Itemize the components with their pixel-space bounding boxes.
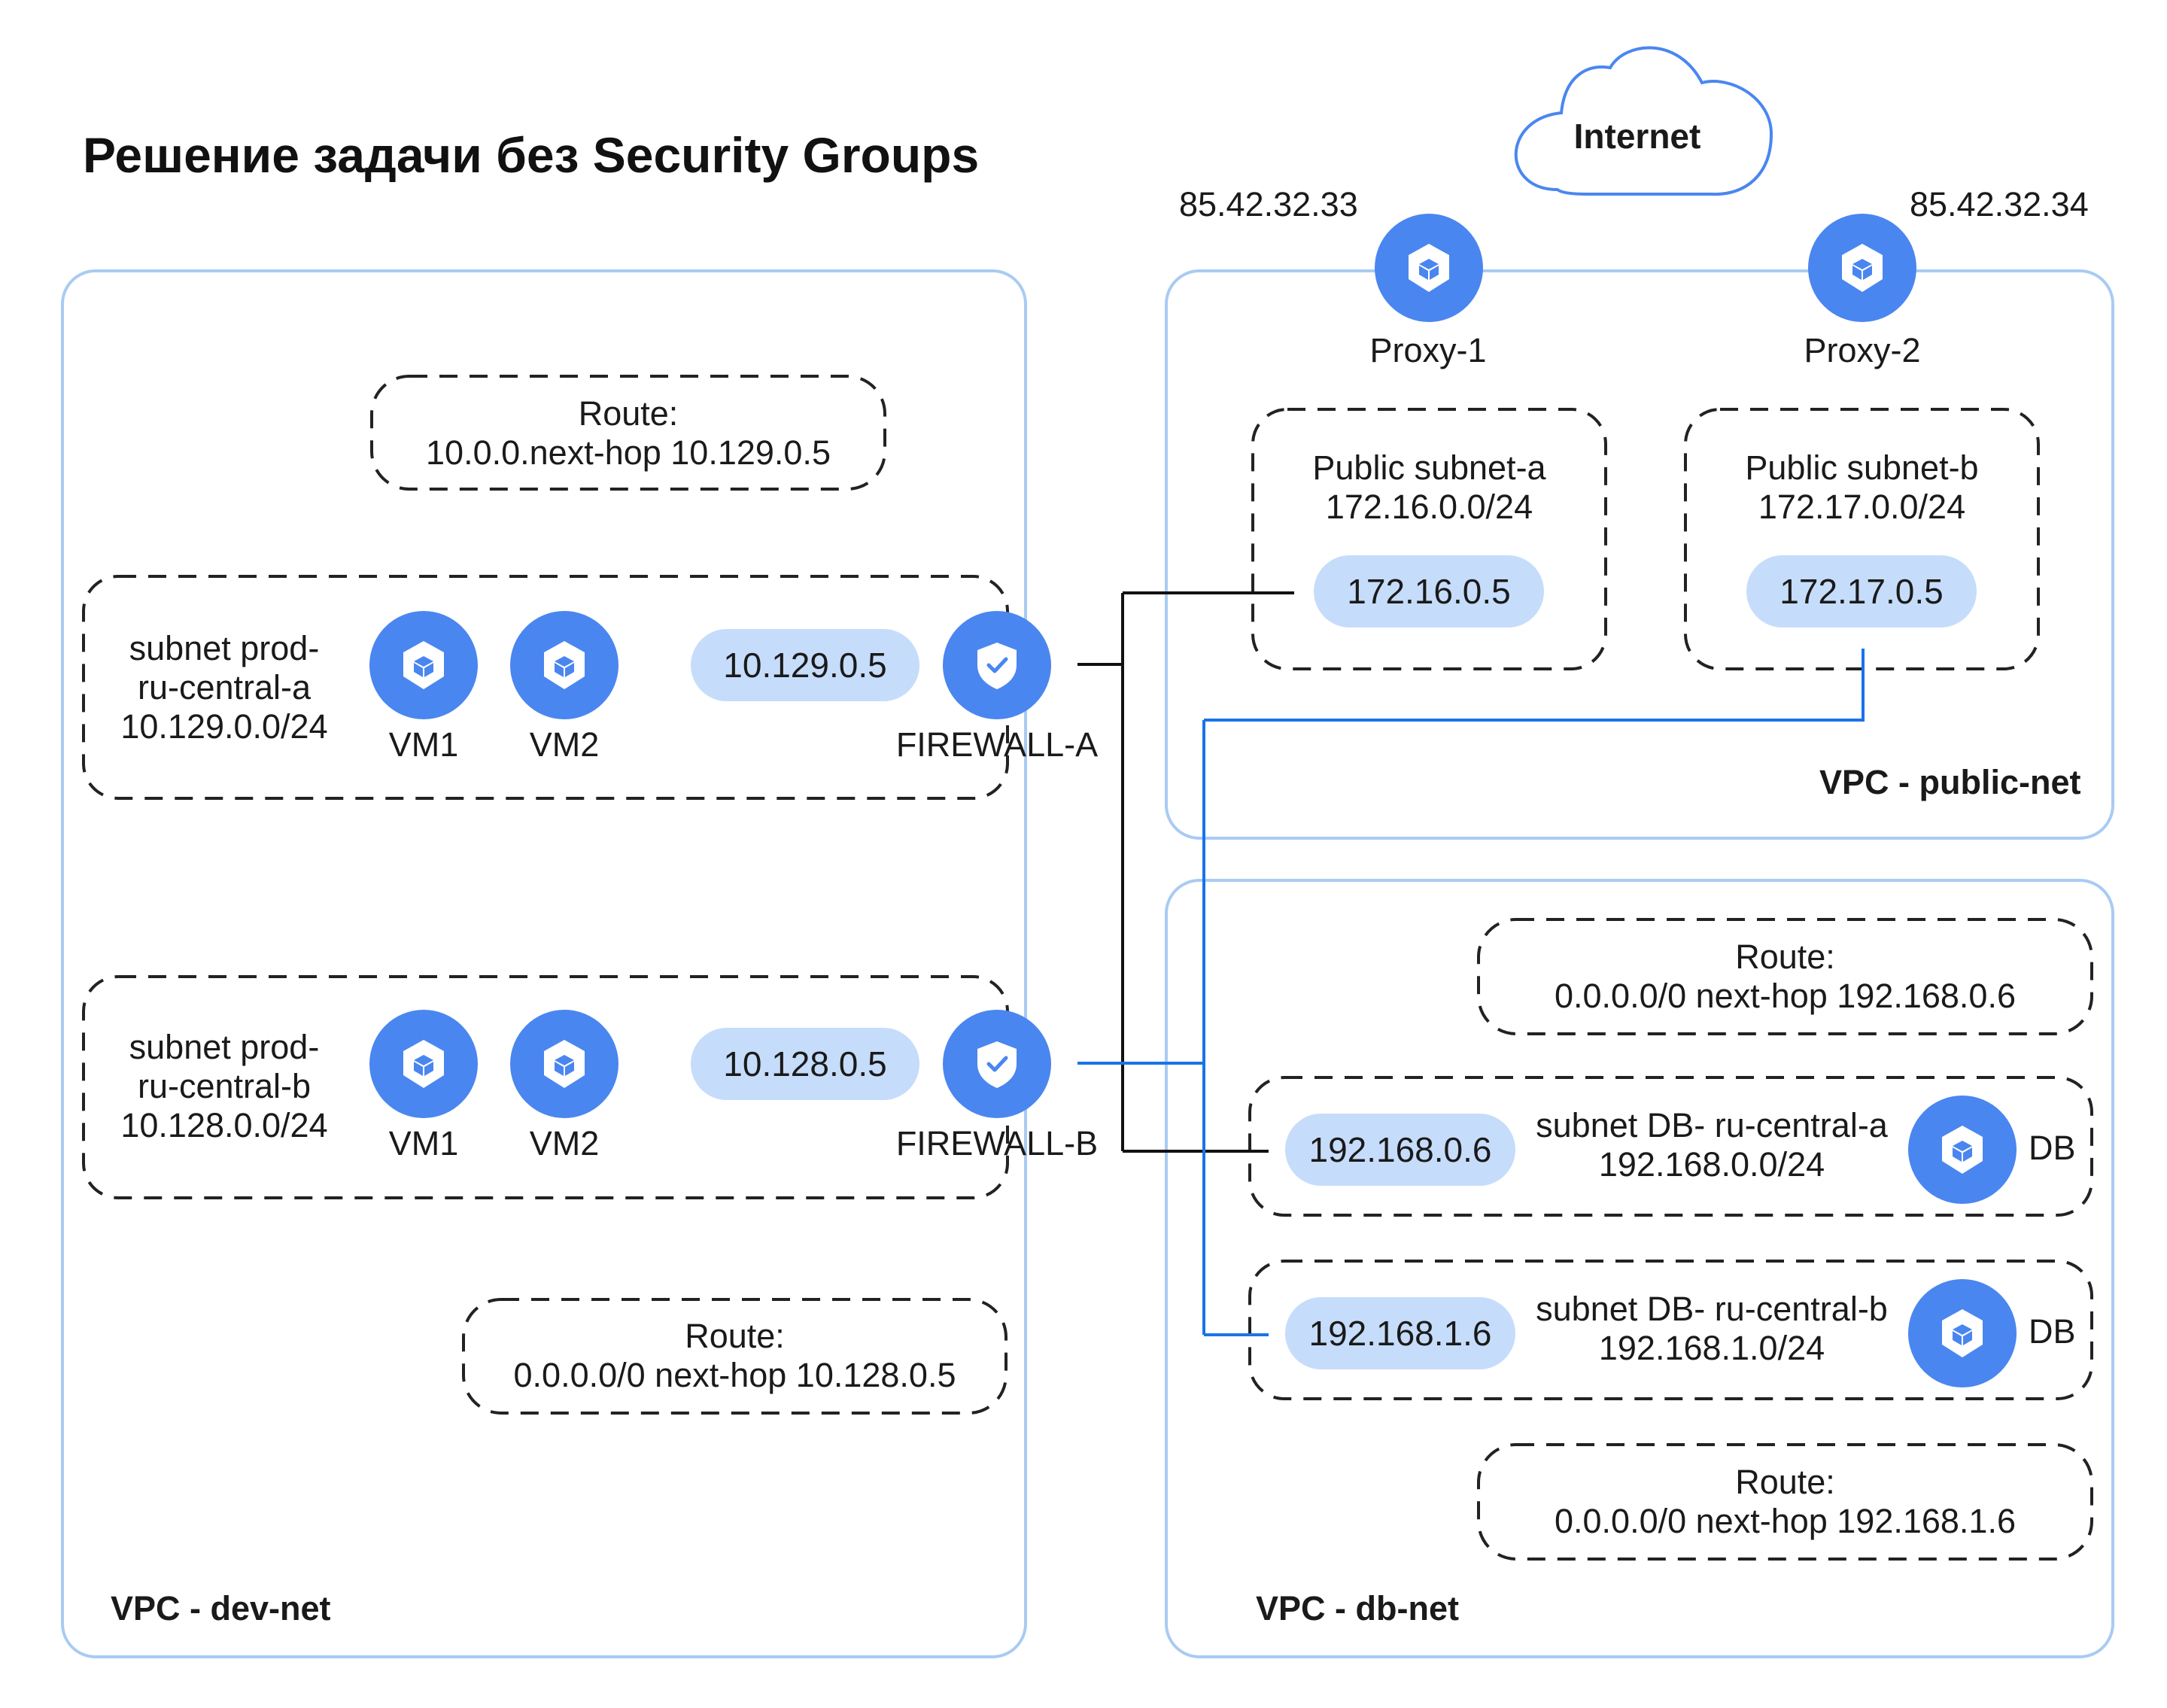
hexagon-cube-icon bbox=[544, 641, 585, 689]
public-subnet-a-box bbox=[1251, 408, 1607, 670]
db-route-top-box bbox=[1477, 918, 2093, 1035]
dev-route-bottom: Route: 0.0.0.0/0 next-hop 10.128.0.5 bbox=[463, 1317, 1006, 1395]
public-a-ip-pill[interactable]: 172.16.0.5 bbox=[1314, 555, 1544, 628]
subnet-name-line1: subnet prod- bbox=[129, 1028, 320, 1066]
db-b-node[interactable] bbox=[1908, 1279, 2017, 1387]
db-subnet-b-box bbox=[1248, 1260, 2093, 1400]
dev-route-top-box bbox=[370, 375, 886, 491]
subnet-name: Public subnet-a bbox=[1312, 448, 1546, 487]
db-b-ip-pill[interactable]: 192.168.1.6 bbox=[1285, 1297, 1515, 1369]
vpc-db-net-label: VPC - db-net bbox=[1256, 1589, 1459, 1627]
public-b-ip-pill[interactable]: 172.17.0.5 bbox=[1746, 555, 1977, 628]
route-rule: 0.0.0.0/0 next-hop 10.128.0.5 bbox=[513, 1356, 956, 1394]
firewall-b-node[interactable] bbox=[943, 1010, 1051, 1118]
hexagon-cube-icon bbox=[403, 641, 444, 689]
dev-route-top: Route: 10.0.0.next-hop 10.129.0.5 bbox=[372, 394, 885, 473]
db-route-bottom: Route: 0.0.0.0/0 next-hop 192.168.1.6 bbox=[1479, 1463, 2092, 1541]
proxy-2-label: Proxy-2 bbox=[1804, 331, 1921, 369]
vpc-public-net-label: VPC - public-net bbox=[1819, 763, 2081, 801]
hexagon-cube-icon bbox=[1942, 1126, 1983, 1174]
dev-b-vm1-label: VM1 bbox=[388, 1124, 459, 1162]
hexagon-cube-icon bbox=[403, 1040, 444, 1088]
hexagon-cube-icon bbox=[1942, 1309, 1983, 1357]
dev-b-vm2-node[interactable] bbox=[510, 1010, 618, 1118]
route-heading: Route: bbox=[578, 394, 679, 433]
subnet-name-line2: ru-central-a bbox=[137, 668, 312, 707]
route-rule: 10.0.0.next-hop 10.129.0.5 bbox=[426, 433, 831, 472]
proxy-1-node[interactable] bbox=[1375, 214, 1483, 322]
link-firewall-a-black bbox=[1077, 591, 1294, 1153]
dev-a-ip-pill[interactable]: 10.129.0.5 bbox=[691, 629, 919, 701]
dev-a-vm1-node[interactable] bbox=[369, 611, 478, 719]
subnet-cidr: 192.168.1.0/24 bbox=[1598, 1329, 1825, 1367]
route-rule: 0.0.0.0/0 next-hop 192.168.0.6 bbox=[1555, 977, 2016, 1015]
proxy-1-label: Proxy-1 bbox=[1369, 331, 1487, 369]
db-a-label: DB bbox=[2029, 1129, 2076, 1167]
dev-subnet-a-box bbox=[82, 575, 1009, 800]
subnet-cidr: 10.128.0.0/24 bbox=[120, 1106, 328, 1144]
shield-check-icon bbox=[977, 1041, 1017, 1088]
db-subnet-a-label: subnet DB- ru-central-a 192.168.0.0/24 bbox=[1520, 1106, 1904, 1184]
page-title: Решение задачи без Security Groups bbox=[83, 127, 980, 183]
dev-a-vm1-label: VM1 bbox=[388, 725, 459, 764]
db-a-ip-pill[interactable]: 192.168.0.6 bbox=[1285, 1114, 1515, 1186]
firewall-b-label: FIREWALL-B bbox=[895, 1124, 1099, 1162]
vpc-db-net-box bbox=[1165, 879, 2114, 1658]
db-subnet-b-label: subnet DB- ru-central-b 192.168.1.0/24 bbox=[1520, 1290, 1904, 1368]
route-heading: Route: bbox=[1735, 1463, 1835, 1501]
hexagon-cube-icon bbox=[1409, 244, 1449, 292]
subnet-cidr: 172.16.0.0/24 bbox=[1325, 488, 1533, 526]
proxy-1-public-ip: 85.42.32.33 bbox=[1179, 185, 1358, 223]
internet-label: Internet bbox=[1573, 117, 1701, 156]
route-heading: Route: bbox=[685, 1317, 785, 1355]
dev-b-vm1-node[interactable] bbox=[369, 1010, 478, 1118]
route-heading: Route: bbox=[1735, 938, 1835, 976]
db-route-bottom-box bbox=[1477, 1443, 2093, 1561]
hexagon-cube-icon bbox=[544, 1040, 585, 1088]
subnet-cidr: 10.129.0.0/24 bbox=[120, 707, 328, 746]
vpc-public-net-box bbox=[1165, 269, 2114, 840]
public-subnet-b-label: Public subnet-b 172.17.0.0/24 bbox=[1685, 448, 2038, 527]
db-subnet-a-box bbox=[1248, 1076, 2093, 1217]
dev-b-ip-pill[interactable]: 10.128.0.5 bbox=[691, 1028, 919, 1100]
subnet-cidr: 172.17.0.0/24 bbox=[1758, 488, 1966, 526]
dev-route-bottom-box bbox=[462, 1298, 1008, 1415]
link-firewall-b-blue bbox=[1077, 649, 1865, 1336]
firewall-a-label: FIREWALL-A bbox=[895, 725, 1099, 764]
subnet-cidr: 192.168.0.0/24 bbox=[1598, 1145, 1825, 1184]
cloud-icon bbox=[1514, 46, 1773, 196]
route-rule: 0.0.0.0/0 next-hop 192.168.1.6 bbox=[1555, 1502, 2016, 1540]
firewall-a-node[interactable] bbox=[943, 611, 1051, 719]
subnet-name-line2: ru-central-b bbox=[137, 1067, 312, 1105]
subnet-name: subnet DB- ru-central-b bbox=[1536, 1290, 1888, 1328]
dev-a-vm2-node[interactable] bbox=[510, 611, 618, 719]
proxy-2-public-ip: 85.42.32.34 bbox=[1910, 185, 2089, 223]
db-a-node[interactable] bbox=[1908, 1096, 2017, 1204]
dev-a-vm2-label: VM2 bbox=[529, 725, 600, 764]
hexagon-cube-icon bbox=[1842, 244, 1883, 292]
subnet-name-line1: subnet prod- bbox=[129, 629, 320, 667]
subnet-name: subnet DB- ru-central-a bbox=[1536, 1106, 1888, 1144]
vpc-dev-net-label: VPC - dev-net bbox=[111, 1589, 331, 1627]
shield-check-icon bbox=[977, 643, 1017, 689]
dev-subnet-b-box bbox=[82, 975, 1009, 1199]
public-subnet-a-label: Public subnet-a 172.16.0.0/24 bbox=[1253, 448, 1606, 527]
dev-subnet-b-label: subnet prod- ru-central-b 10.128.0.0/24 bbox=[89, 1028, 360, 1145]
db-b-label: DB bbox=[2029, 1312, 2076, 1351]
dev-subnet-a-label: subnet prod- ru-central-a 10.129.0.0/24 bbox=[89, 629, 360, 746]
dev-b-vm2-label: VM2 bbox=[529, 1124, 600, 1162]
subnet-name: Public subnet-b bbox=[1745, 448, 1979, 487]
vpc-dev-net-box bbox=[61, 269, 1027, 1658]
proxy-2-node[interactable] bbox=[1808, 214, 1916, 322]
db-route-top: Route: 0.0.0.0/0 next-hop 192.168.0.6 bbox=[1479, 938, 2092, 1016]
